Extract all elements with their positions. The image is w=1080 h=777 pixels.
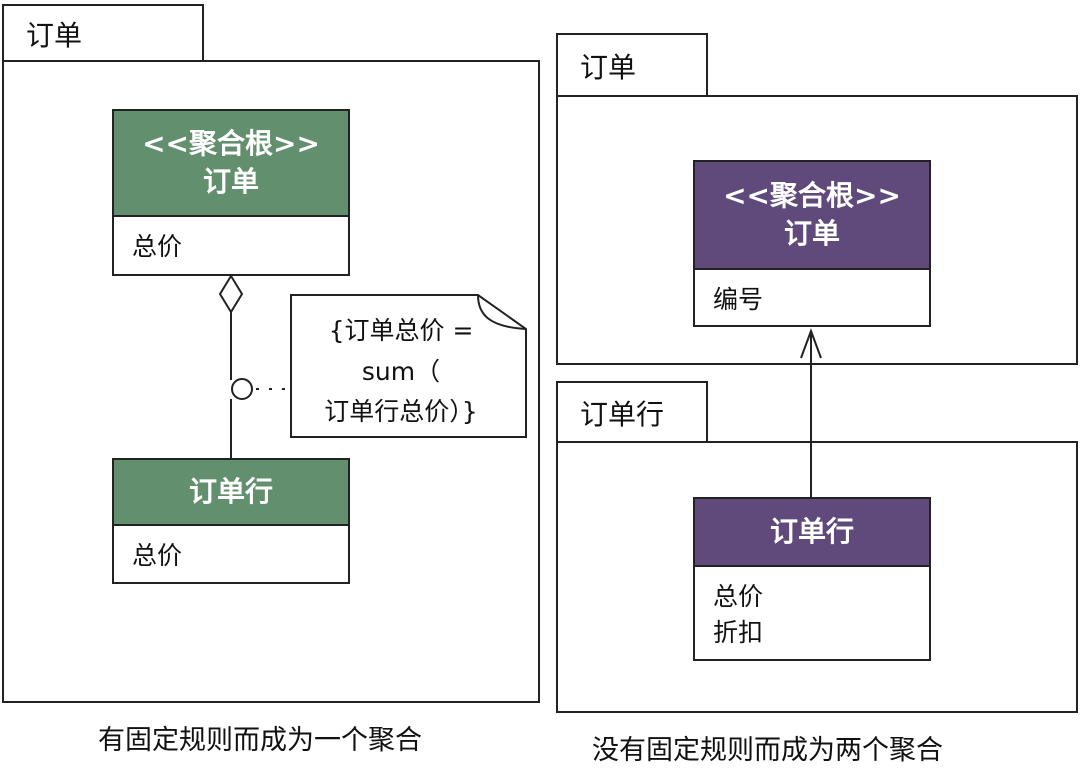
left-package-tab: 订单: [2, 4, 204, 62]
right-root-attributes: 编号: [695, 270, 929, 318]
right-line-name: 订单行: [769, 515, 854, 549]
note-line: 订单行总价）}: [324, 397, 478, 426]
note-line: sum（: [361, 356, 441, 386]
left-package-title: 订单: [26, 19, 83, 52]
right-caption: 没有固定规则而成为两个聚合: [592, 735, 943, 766]
left-caption: 有固定规则而成为一个聚合: [98, 725, 422, 756]
left-root-class: <<聚合根>> 订单 总价: [112, 109, 350, 276]
left-line-attributes: 总价: [114, 526, 348, 574]
right-order-package-tab: 订单: [556, 33, 708, 97]
note-line: {订单总价 =: [328, 316, 474, 345]
left-root-name: 订单: [202, 165, 259, 198]
attribute: 编号: [713, 285, 764, 314]
attribute: 折扣: [713, 618, 764, 648]
attribute: 总价: [713, 582, 764, 611]
constraint-anchor-circle: [231, 378, 253, 400]
right-line-package-tab: 订单行: [556, 381, 708, 443]
aggregation-diamond: [218, 274, 244, 314]
left-root-attributes: 总价: [114, 217, 348, 265]
note-shape: [290, 294, 527, 438]
arrow-head-icon: [800, 328, 822, 359]
right-root-class-header: <<聚合根>> 订单: [695, 162, 929, 270]
constraint-note-text: {订单总价 = sum（ 订单行总价）}: [296, 311, 506, 433]
right-line-class: 订单行 总价 折扣: [693, 497, 931, 661]
left-line-class-header: 订单行: [114, 460, 348, 526]
attribute: 总价: [132, 541, 183, 570]
left-line-class: 订单行 总价: [112, 458, 350, 584]
right-root-name: 订单: [783, 217, 840, 250]
left-root-stereotype: <<聚合根>>: [142, 127, 320, 161]
right-order-package-title: 订单: [580, 51, 637, 84]
right-root-class: <<聚合根>> 订单 编号: [693, 160, 931, 327]
attribute: 总价: [132, 232, 183, 261]
right-line-attributes: 总价 折扣: [695, 567, 929, 652]
left-line-name: 订单行: [188, 475, 273, 509]
right-line-package-title: 订单行: [580, 398, 665, 431]
left-root-class-header: <<聚合根>> 订单: [114, 111, 348, 217]
right-line-class-header: 订单行: [695, 499, 929, 567]
right-root-stereotype: <<聚合根>>: [723, 179, 901, 213]
note-fold-icon: [477, 294, 527, 330]
